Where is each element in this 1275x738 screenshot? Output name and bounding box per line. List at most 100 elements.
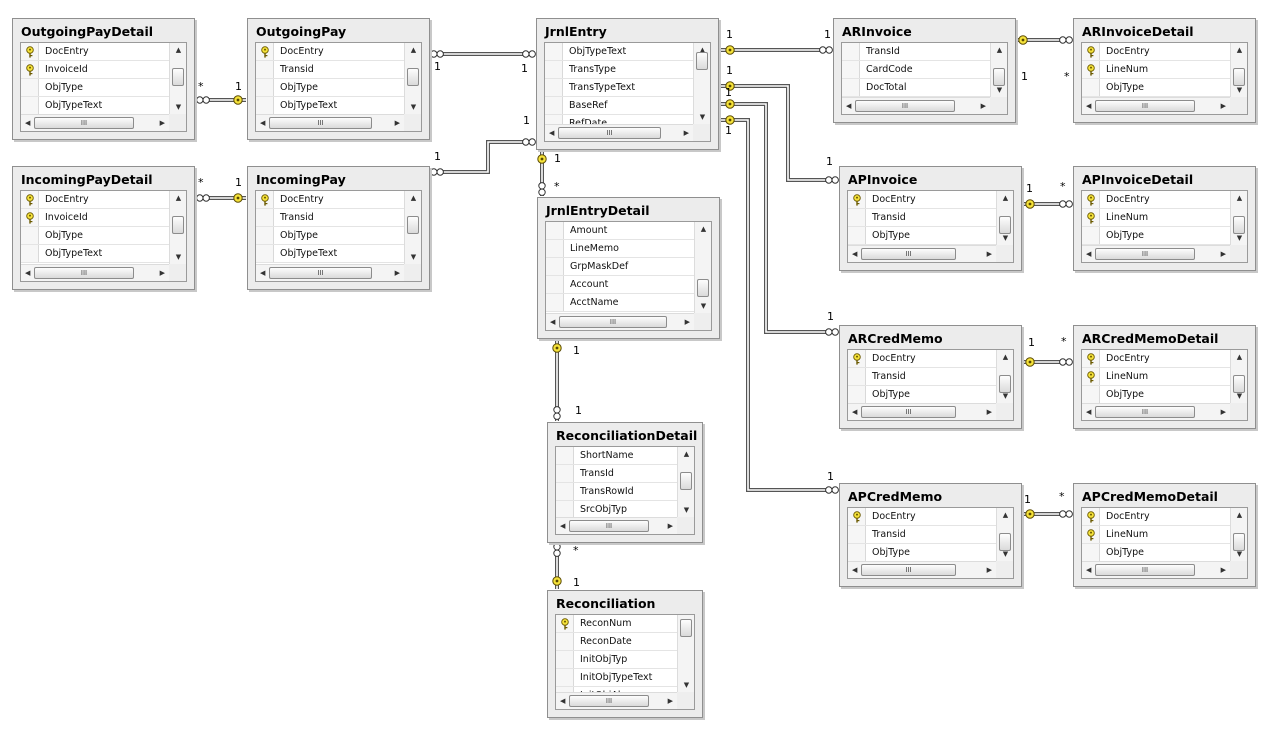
scroll-left-icon[interactable]: ◀ xyxy=(260,269,266,277)
scroll-right-icon[interactable]: ▶ xyxy=(159,119,165,127)
column-row[interactable]: ShortName xyxy=(556,447,677,465)
scroll-down-icon[interactable]: ▼ xyxy=(683,506,690,514)
column-row[interactable]: DocEntry xyxy=(21,43,169,61)
column-row[interactable]: DocTotal xyxy=(842,79,990,97)
scroll-right-icon[interactable]: ▶ xyxy=(667,522,673,530)
horizontal-scrollbar[interactable]: ◀III▶ xyxy=(256,264,404,281)
column-row[interactable]: TransId xyxy=(842,43,990,61)
scroll-up-icon[interactable]: ▲ xyxy=(1002,353,1009,361)
scroll-thumb-h[interactable]: III xyxy=(1095,564,1195,576)
scroll-down-icon[interactable]: ▼ xyxy=(175,103,182,111)
column-row[interactable]: LineMemo xyxy=(546,240,694,258)
scroll-thumb[interactable] xyxy=(1233,216,1245,234)
column-row[interactable]: GrpMaskDef xyxy=(546,258,694,276)
scroll-thumb-h[interactable]: III xyxy=(1095,406,1195,418)
vertical-scrollbar[interactable]: ▲▼ xyxy=(169,191,186,264)
column-row[interactable]: ObjType xyxy=(848,386,996,403)
scroll-thumb-h[interactable]: III xyxy=(861,406,956,418)
table-apinvoicedetail[interactable]: APInvoiceDetailDocEntryLineNumObjTypeObj… xyxy=(1073,166,1256,271)
vertical-scrollbar[interactable]: ▲▼ xyxy=(1230,191,1247,245)
scroll-up-icon[interactable]: ▲ xyxy=(1236,511,1243,519)
column-row[interactable]: ObjTypeText xyxy=(256,245,404,263)
scroll-thumb-h[interactable]: III xyxy=(34,117,134,129)
scroll-left-icon[interactable]: ◀ xyxy=(852,566,858,574)
column-row[interactable]: BaseRef xyxy=(545,97,693,115)
horizontal-scrollbar[interactable]: ◀III ▶ xyxy=(1082,403,1230,420)
table-arinvoicedetail[interactable]: ARInvoiceDetailDocEntryLineNumObjTypeObj… xyxy=(1073,18,1256,123)
scroll-down-icon[interactable]: ▼ xyxy=(1236,550,1243,558)
column-row[interactable]: LineNum xyxy=(1082,209,1230,227)
scroll-left-icon[interactable]: ◀ xyxy=(1086,250,1092,258)
scroll-right-icon[interactable]: ▶ xyxy=(1220,102,1226,110)
scroll-thumb[interactable] xyxy=(680,619,692,637)
scroll-thumb[interactable] xyxy=(1233,533,1245,551)
vertical-scrollbar[interactable]: ▲▼ xyxy=(1230,508,1247,561)
vertical-scrollbar[interactable]: ▲▼ xyxy=(404,191,421,264)
scroll-thumb[interactable] xyxy=(172,216,184,234)
column-row[interactable]: Amount xyxy=(546,222,694,240)
column-row[interactable]: DocEntry xyxy=(1082,508,1230,526)
scroll-up-icon[interactable]: ▲ xyxy=(1002,511,1009,519)
scroll-up-icon[interactable]: ▲ xyxy=(1236,194,1243,202)
horizontal-scrollbar[interactable]: ◀III▶ xyxy=(21,264,169,281)
column-row[interactable]: LineNum xyxy=(1082,526,1230,544)
scroll-left-icon[interactable]: ◀ xyxy=(1086,408,1092,416)
scroll-thumb-h[interactable]: III xyxy=(861,564,956,576)
scroll-thumb[interactable] xyxy=(680,472,692,490)
scroll-down-icon[interactable]: ▼ xyxy=(1236,86,1243,94)
column-row[interactable]: TransRowId xyxy=(556,483,677,501)
horizontal-scrollbar[interactable]: ◀III▶ xyxy=(21,114,169,131)
scroll-thumb-h[interactable]: III xyxy=(269,117,372,129)
column-row[interactable]: DocEntry xyxy=(256,191,404,209)
column-row[interactable]: LineNum xyxy=(1082,368,1230,386)
horizontal-scrollbar[interactable]: ◀III▶ xyxy=(546,313,694,330)
scroll-thumb-h[interactable]: III xyxy=(558,127,661,139)
scroll-thumb-h[interactable]: III xyxy=(559,316,667,328)
scroll-up-icon[interactable]: ▲ xyxy=(410,194,417,202)
scroll-left-icon[interactable]: ◀ xyxy=(852,408,858,416)
column-row[interactable]: ObjTypeText xyxy=(21,245,169,263)
scroll-right-icon[interactable]: ▶ xyxy=(394,269,400,277)
horizontal-scrollbar[interactable]: ◀III▶ xyxy=(556,692,677,709)
scroll-right-icon[interactable]: ▶ xyxy=(683,129,689,137)
column-row[interactable]: ObjType xyxy=(848,227,996,245)
scroll-down-icon[interactable]: ▼ xyxy=(175,253,182,261)
column-row[interactable]: AcctName xyxy=(546,294,694,312)
vertical-scrollbar[interactable]: ▲▼ xyxy=(1230,43,1247,97)
scroll-thumb[interactable] xyxy=(993,68,1005,86)
scroll-down-icon[interactable]: ▼ xyxy=(1002,550,1009,558)
scroll-left-icon[interactable]: ◀ xyxy=(852,250,858,258)
horizontal-scrollbar[interactable]: ◀III▶ xyxy=(1082,97,1230,114)
scroll-right-icon[interactable]: ▶ xyxy=(1220,408,1226,416)
column-row[interactable]: DocEntry xyxy=(848,191,996,209)
column-row[interactable]: DocEntry xyxy=(848,350,996,368)
column-row[interactable]: TransType xyxy=(545,61,693,79)
column-row[interactable]: InitObjTyp xyxy=(556,651,677,669)
vertical-scrollbar[interactable]: ▲▼ xyxy=(996,350,1013,403)
scroll-down-icon[interactable]: ▼ xyxy=(699,113,706,121)
column-row[interactable]: ObjType xyxy=(256,227,404,245)
column-row[interactable]: InvoiceId xyxy=(21,209,169,227)
scroll-thumb-h[interactable]: III xyxy=(569,520,649,532)
column-row[interactable]: ObjType xyxy=(21,227,169,245)
column-row[interactable]: ObjType xyxy=(21,79,169,97)
scroll-thumb[interactable] xyxy=(999,216,1011,234)
scroll-right-icon[interactable]: ▶ xyxy=(159,269,165,277)
column-row[interactable]: ObjTypeText xyxy=(256,97,404,114)
column-row[interactable]: DocEntry xyxy=(256,43,404,61)
scroll-thumb[interactable] xyxy=(999,533,1011,551)
scroll-thumb-h[interactable]: III xyxy=(861,248,956,260)
column-row[interactable]: Transid xyxy=(256,209,404,227)
column-row[interactable]: DocEntry xyxy=(1082,350,1230,368)
scroll-left-icon[interactable]: ◀ xyxy=(560,522,566,530)
scroll-down-icon[interactable]: ▼ xyxy=(1236,392,1243,400)
scroll-right-icon[interactable]: ▶ xyxy=(986,566,992,574)
scroll-up-icon[interactable]: ▲ xyxy=(1236,46,1243,54)
scroll-right-icon[interactable]: ▶ xyxy=(1220,250,1226,258)
scroll-down-icon[interactable]: ▼ xyxy=(410,253,417,261)
column-row[interactable]: DocEntry xyxy=(1082,43,1230,61)
vertical-scrollbar[interactable]: ▲▼ xyxy=(677,615,694,692)
